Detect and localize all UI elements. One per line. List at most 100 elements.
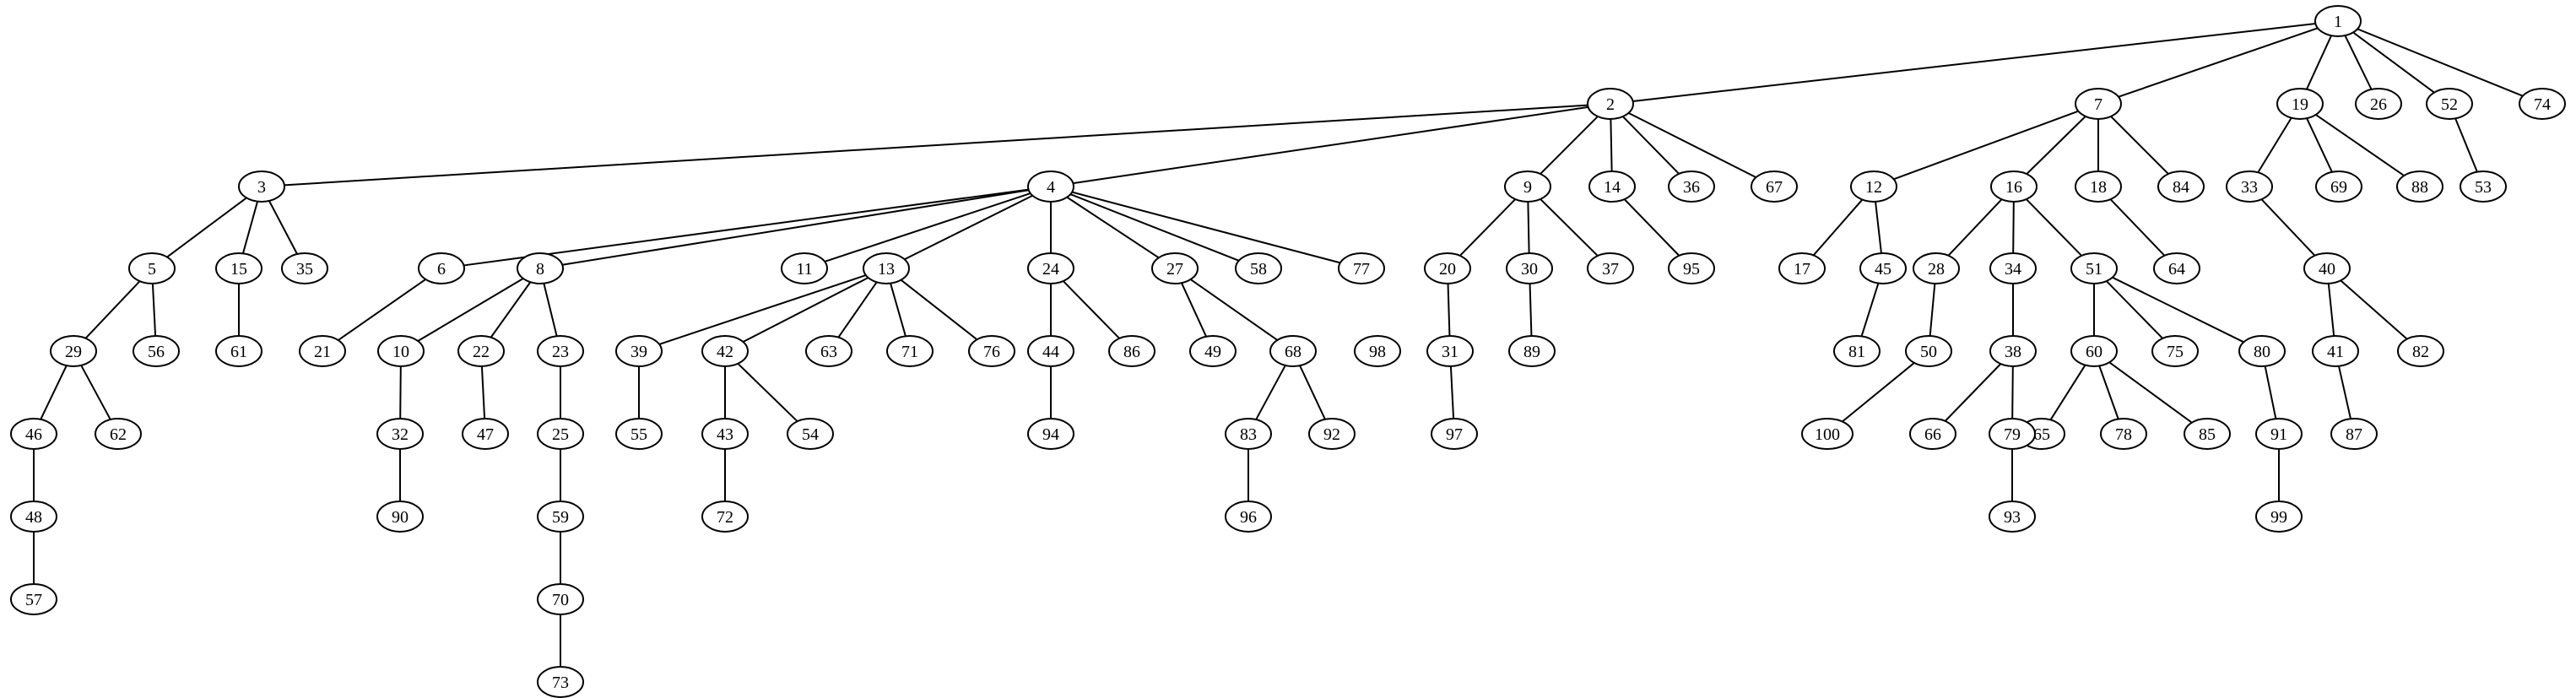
node-52: 52 xyxy=(2426,88,2473,120)
edge-4-77 xyxy=(1071,191,1341,264)
node-label: 5 xyxy=(148,260,156,279)
node-label: 94 xyxy=(1042,425,1059,444)
node-label: 64 xyxy=(2168,260,2185,279)
edge-30-89 xyxy=(1529,283,1533,337)
node-17: 17 xyxy=(1778,252,1826,284)
edge-8-22 xyxy=(490,281,532,338)
node-label: 66 xyxy=(1924,425,1941,444)
node-label: 74 xyxy=(2534,95,2551,114)
edge-80-91 xyxy=(2264,365,2277,419)
edge-5-29 xyxy=(84,280,141,339)
node-37: 37 xyxy=(1587,252,1634,284)
node-ellipse xyxy=(418,252,465,284)
node-18: 18 xyxy=(2075,170,2122,203)
edge-2-67 xyxy=(1628,111,1756,179)
node-27: 27 xyxy=(1151,252,1199,284)
edge-60-65 xyxy=(2049,365,2086,420)
node-label: 55 xyxy=(630,425,647,444)
node-ellipse xyxy=(1506,252,1553,284)
node-46: 46 xyxy=(10,418,57,450)
node-29: 29 xyxy=(50,335,97,367)
node-ellipse xyxy=(50,335,97,367)
node-ellipse xyxy=(2075,170,2122,203)
node-ellipse xyxy=(1225,418,1272,450)
node-77: 77 xyxy=(1338,252,1385,284)
node-20: 20 xyxy=(1424,252,1471,284)
node-94: 94 xyxy=(1027,418,1074,450)
edge-4-58 xyxy=(1069,193,1240,262)
node-label: 35 xyxy=(296,260,313,279)
node-33: 33 xyxy=(2226,170,2273,203)
node-ellipse xyxy=(1027,418,1074,450)
node-ellipse xyxy=(2255,501,2303,533)
node-ellipse xyxy=(701,335,749,367)
node-label: 21 xyxy=(314,343,331,361)
edge-20-31 xyxy=(1447,283,1451,337)
node-70: 70 xyxy=(537,583,584,615)
node-label: 37 xyxy=(1602,260,1619,279)
node-ellipse xyxy=(2330,418,2378,450)
node-41: 41 xyxy=(2312,335,2359,367)
node-ellipse xyxy=(2314,5,2362,37)
node-80: 80 xyxy=(2238,335,2286,367)
node-ellipse xyxy=(1668,252,1715,284)
edge-29-62 xyxy=(80,365,111,420)
node-10: 10 xyxy=(377,335,425,367)
node-ellipse xyxy=(2226,170,2273,203)
node-72: 72 xyxy=(701,501,749,533)
edge-51-75 xyxy=(2106,280,2163,339)
node-ellipse xyxy=(1189,335,1237,367)
node-label: 1 xyxy=(2334,13,2342,31)
node-96: 96 xyxy=(1225,501,1272,533)
node-label: 40 xyxy=(2319,260,2335,279)
node-85: 85 xyxy=(2184,418,2231,450)
node-ellipse xyxy=(1225,501,1272,533)
node-ellipse xyxy=(1751,170,1798,203)
node-25: 25 xyxy=(537,418,584,450)
node-label: 58 xyxy=(1250,260,1267,279)
node-label: 32 xyxy=(392,425,409,444)
node-ellipse xyxy=(615,418,663,450)
node-label: 62 xyxy=(110,425,127,444)
node-label: 23 xyxy=(552,343,569,361)
edge-16-51 xyxy=(2026,198,2082,257)
node-label: 47 xyxy=(477,425,494,444)
edge-12-17 xyxy=(1812,198,1864,257)
node-ellipse xyxy=(1833,335,1881,367)
node-ellipse xyxy=(2075,88,2122,120)
node-2: 2 xyxy=(1587,88,1634,120)
edge-16-28 xyxy=(1947,198,2003,257)
node-label: 12 xyxy=(1865,178,1882,197)
node-35: 35 xyxy=(281,252,328,284)
node-ellipse xyxy=(2315,170,2362,203)
node-ellipse xyxy=(1859,252,1907,284)
node-ellipse xyxy=(1913,252,1960,284)
node-label: 99 xyxy=(2270,508,2287,527)
edge-2-36 xyxy=(1622,116,1680,175)
node-ellipse xyxy=(787,418,834,450)
node-28: 28 xyxy=(1913,252,1960,284)
edge-6-21 xyxy=(338,279,426,341)
node-ellipse xyxy=(215,335,262,367)
edge-1-26 xyxy=(2344,35,2373,90)
node-label: 7 xyxy=(2094,95,2102,114)
node-ellipse xyxy=(281,252,328,284)
node-ellipse xyxy=(2157,170,2205,203)
node-1: 1 xyxy=(2314,5,2362,37)
edge-1-19 xyxy=(2305,35,2333,90)
edge-68-83 xyxy=(1255,365,1286,420)
node-label: 87 xyxy=(2346,425,2362,444)
node-73: 73 xyxy=(537,666,584,698)
node-label: 51 xyxy=(2086,260,2102,279)
edge-5-56 xyxy=(151,283,157,337)
node-ellipse xyxy=(2276,88,2324,120)
node-38: 38 xyxy=(1989,335,2037,367)
node-label: 14 xyxy=(1604,178,1621,197)
node-ellipse xyxy=(537,583,584,615)
node-label: 34 xyxy=(2005,260,2021,279)
edge-38-79 xyxy=(2011,365,2014,419)
node-ellipse xyxy=(781,252,828,284)
node-ellipse xyxy=(215,252,262,284)
edge-2-3 xyxy=(284,104,1588,187)
